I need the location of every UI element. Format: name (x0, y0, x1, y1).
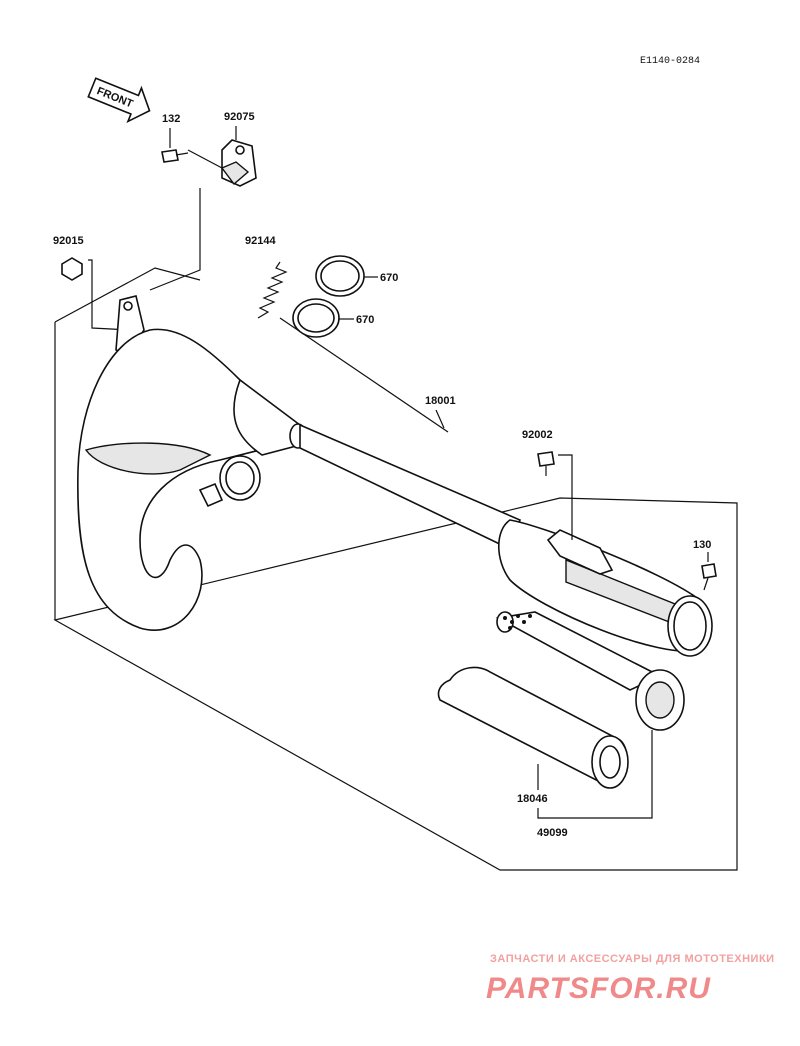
part-label-130: 130 (693, 539, 711, 551)
expansion-chamber-18001[interactable] (77, 295, 522, 631)
part-label-18046: 18046 (517, 793, 548, 805)
part-label-92144: 92144 (245, 235, 276, 247)
nut-92015[interactable] (61, 257, 83, 281)
spring-92144[interactable] (257, 261, 288, 319)
part-label-92075: 92075 (224, 111, 255, 123)
watermark-tagline: ЗАПЧАСТИ И АКСЕССУАРЫ ДЛЯ МОТОТЕХНИКИ (490, 953, 775, 965)
diagram-code: E1140-0284 (640, 56, 700, 67)
front-arrow-icon: FRONT (87, 77, 151, 124)
part-label-670-lower: 670 (356, 314, 374, 326)
watermark-logo: PARTSFOR.RU (486, 972, 711, 1005)
part-label-92002: 92002 (522, 429, 553, 441)
part-label-92015: 92015 (53, 235, 84, 247)
part-label-49099: 49099 (537, 827, 568, 839)
bolt-132[interactable] (161, 149, 189, 163)
part-label-670-upper: 670 (380, 272, 398, 284)
silencer-packing-18046[interactable] (437, 666, 629, 789)
part-label-18001: 18001 (425, 395, 456, 407)
damper-bracket-92075[interactable] (220, 139, 257, 187)
silencer-housing[interactable] (498, 519, 713, 657)
silencer-end-cap-49099[interactable] (635, 669, 685, 731)
bolt-130[interactable] (701, 563, 717, 591)
bolt-92002[interactable] (537, 451, 555, 476)
part-label-132: 132 (162, 113, 180, 125)
